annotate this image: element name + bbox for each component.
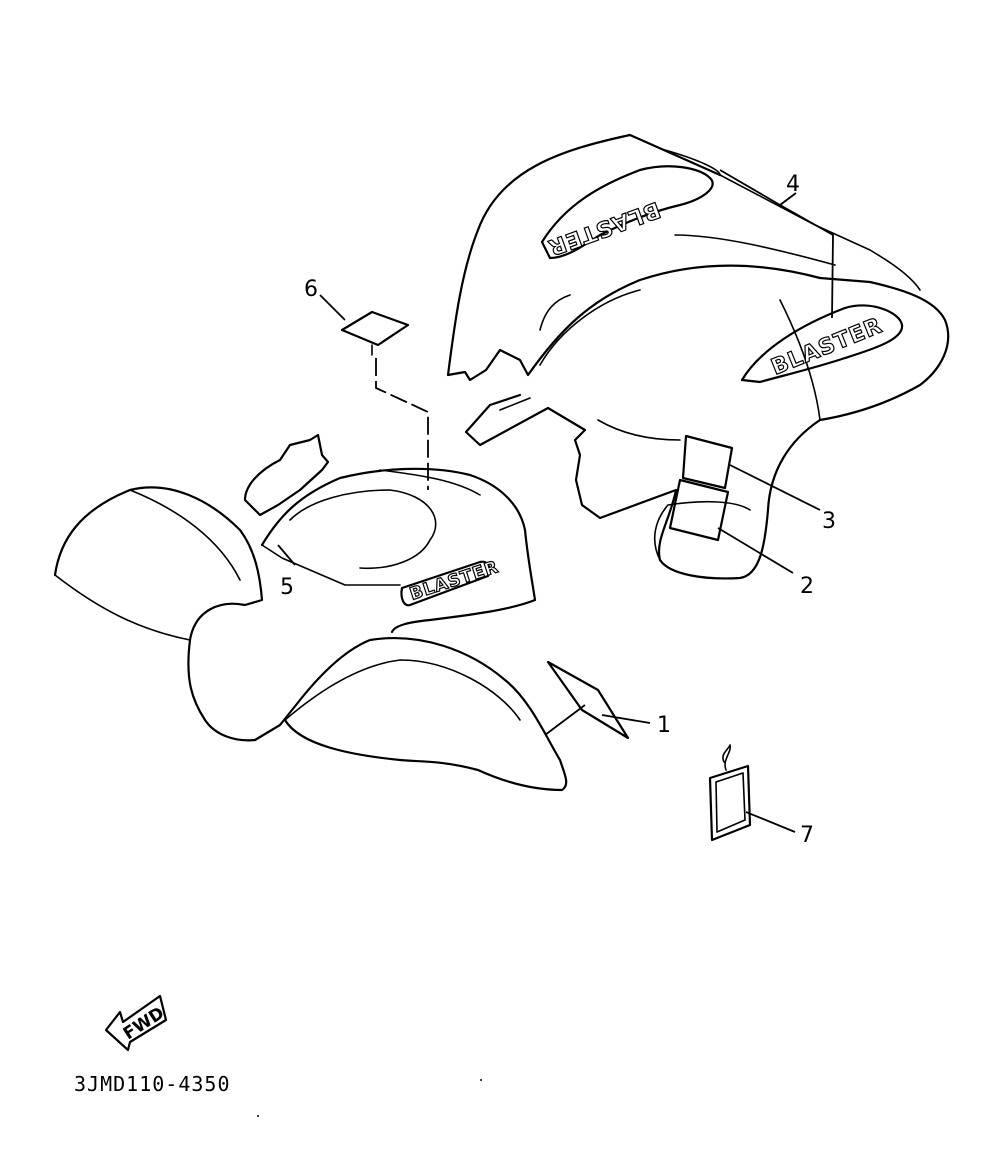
callout-5: 5 [280, 575, 294, 600]
part-4-leaders [719, 169, 834, 319]
callout-6: 6 [304, 277, 318, 302]
rear-right-logo-text: BLASTER [768, 313, 886, 380]
fwd-label: FWD [120, 1003, 168, 1044]
part-2-label [668, 478, 794, 574]
stray-dot [480, 1079, 482, 1081]
rear-fender [446, 133, 950, 580]
stray-dot [257, 1115, 259, 1117]
callout-7: 7 [800, 823, 814, 848]
rear-left-logo-text: BLASTER [544, 196, 663, 260]
rear-right-logo-decal: BLASTER [740, 304, 904, 384]
callout-4: 4 [786, 172, 800, 197]
part-5-leader [277, 544, 296, 566]
diagram-part-number: 3JMD110-4350 [74, 1072, 231, 1096]
part-3-label [681, 434, 821, 511]
front-tank-logo-decal: BLASTER [400, 557, 502, 607]
callout-3: 3 [822, 509, 836, 534]
part-1-warning-label [544, 660, 651, 740]
part-7-hang-tag [708, 744, 796, 842]
part-6-label-sticker [319, 294, 429, 490]
callout-1: 1 [657, 713, 671, 738]
front-tank-logo-text: BLASTER [407, 557, 501, 605]
fwd-arrow-icon: FWD [104, 994, 168, 1052]
rear-left-logo-decal: BLASTER [540, 165, 714, 260]
callout-2: 2 [800, 574, 814, 599]
front-fender [53, 433, 568, 792]
